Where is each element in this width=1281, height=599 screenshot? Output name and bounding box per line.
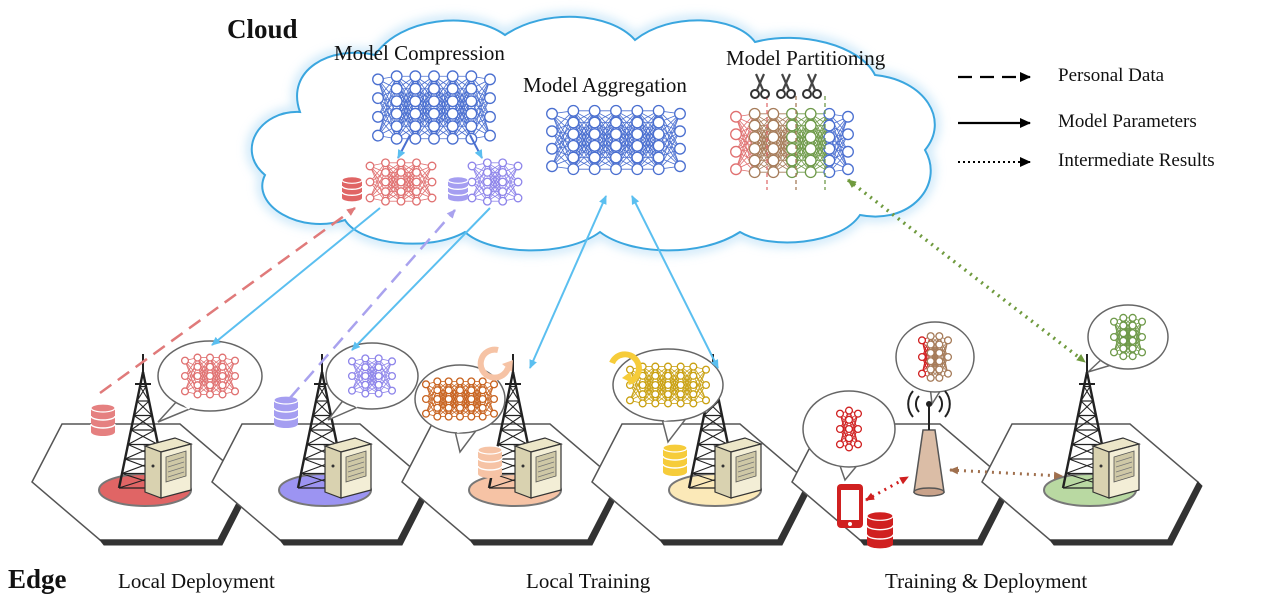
intermediate-results-arrow — [865, 475, 909, 502]
model-partitioning-label: Model Partitioning — [726, 46, 886, 70]
server-icon — [513, 437, 563, 499]
intermediate-results-arrow — [949, 466, 1063, 480]
compression-arrow — [397, 134, 411, 159]
model-aggregation-label: Model Aggregation — [523, 73, 687, 97]
database-icon — [477, 445, 503, 478]
database-icon — [447, 176, 469, 202]
personal-data-arrow — [99, 206, 356, 395]
server-icon — [1091, 437, 1141, 499]
database-icon — [341, 176, 363, 202]
legend-personal-data: Personal Data — [1058, 65, 1165, 86]
legend-model-parameters: Model Parameters — [1058, 111, 1197, 132]
neural-network-icon — [917, 332, 953, 382]
speech-bubble-icon — [802, 390, 896, 482]
model-parameters-arrow — [211, 207, 381, 346]
model-parameters-arrow — [631, 195, 719, 369]
refresh-icon — [477, 346, 513, 381]
neural-network-icon — [372, 70, 496, 145]
edge-label: Edge — [8, 564, 67, 594]
legend-intermediate-results: Intermediate Results — [1058, 150, 1215, 171]
smartphone-icon — [837, 484, 863, 528]
training-deployment-label: Training & Deployment — [885, 569, 1088, 593]
neural-network-icon — [421, 377, 499, 421]
compression-arrow — [469, 134, 483, 159]
neural-network-icon — [365, 158, 437, 206]
local-training-label: Local Training — [526, 569, 651, 593]
server-icon — [143, 437, 193, 499]
server-icon — [713, 437, 763, 499]
database-icon — [866, 511, 894, 549]
speech-bubble-icon — [157, 340, 263, 423]
neural-network-icon — [730, 96, 854, 190]
neural-network-icon — [546, 104, 686, 176]
speech-bubble-icon — [414, 364, 506, 454]
neural-network-icon — [180, 353, 240, 399]
model-parameters-arrow — [529, 195, 607, 369]
antenna-icon — [907, 390, 951, 497]
cloud-label: Cloud — [227, 14, 298, 44]
database-icon — [90, 403, 116, 436]
neural-network-icon — [835, 406, 863, 452]
speech-bubble-icon — [1087, 304, 1169, 373]
model-compression-label: Model Compression — [334, 41, 505, 65]
intermediate-results-arrow — [846, 178, 1087, 364]
server-icon — [323, 437, 373, 499]
model-parameters-arrow — [351, 207, 491, 351]
cell-tower-icon — [1061, 354, 1113, 489]
neural-network-icon — [467, 158, 523, 206]
database-icon — [662, 443, 688, 476]
scissors-icon — [750, 73, 822, 99]
neural-network-icon — [347, 354, 397, 398]
local-deployment-label: Local Deployment — [118, 569, 275, 593]
speech-bubble-icon — [895, 321, 975, 407]
database-icon — [273, 395, 299, 428]
hexagon-cell-icon — [31, 423, 1203, 546]
speech-bubble-icon — [325, 342, 419, 421]
personal-data-arrow — [289, 209, 456, 399]
neural-network-icon — [1109, 313, 1147, 361]
